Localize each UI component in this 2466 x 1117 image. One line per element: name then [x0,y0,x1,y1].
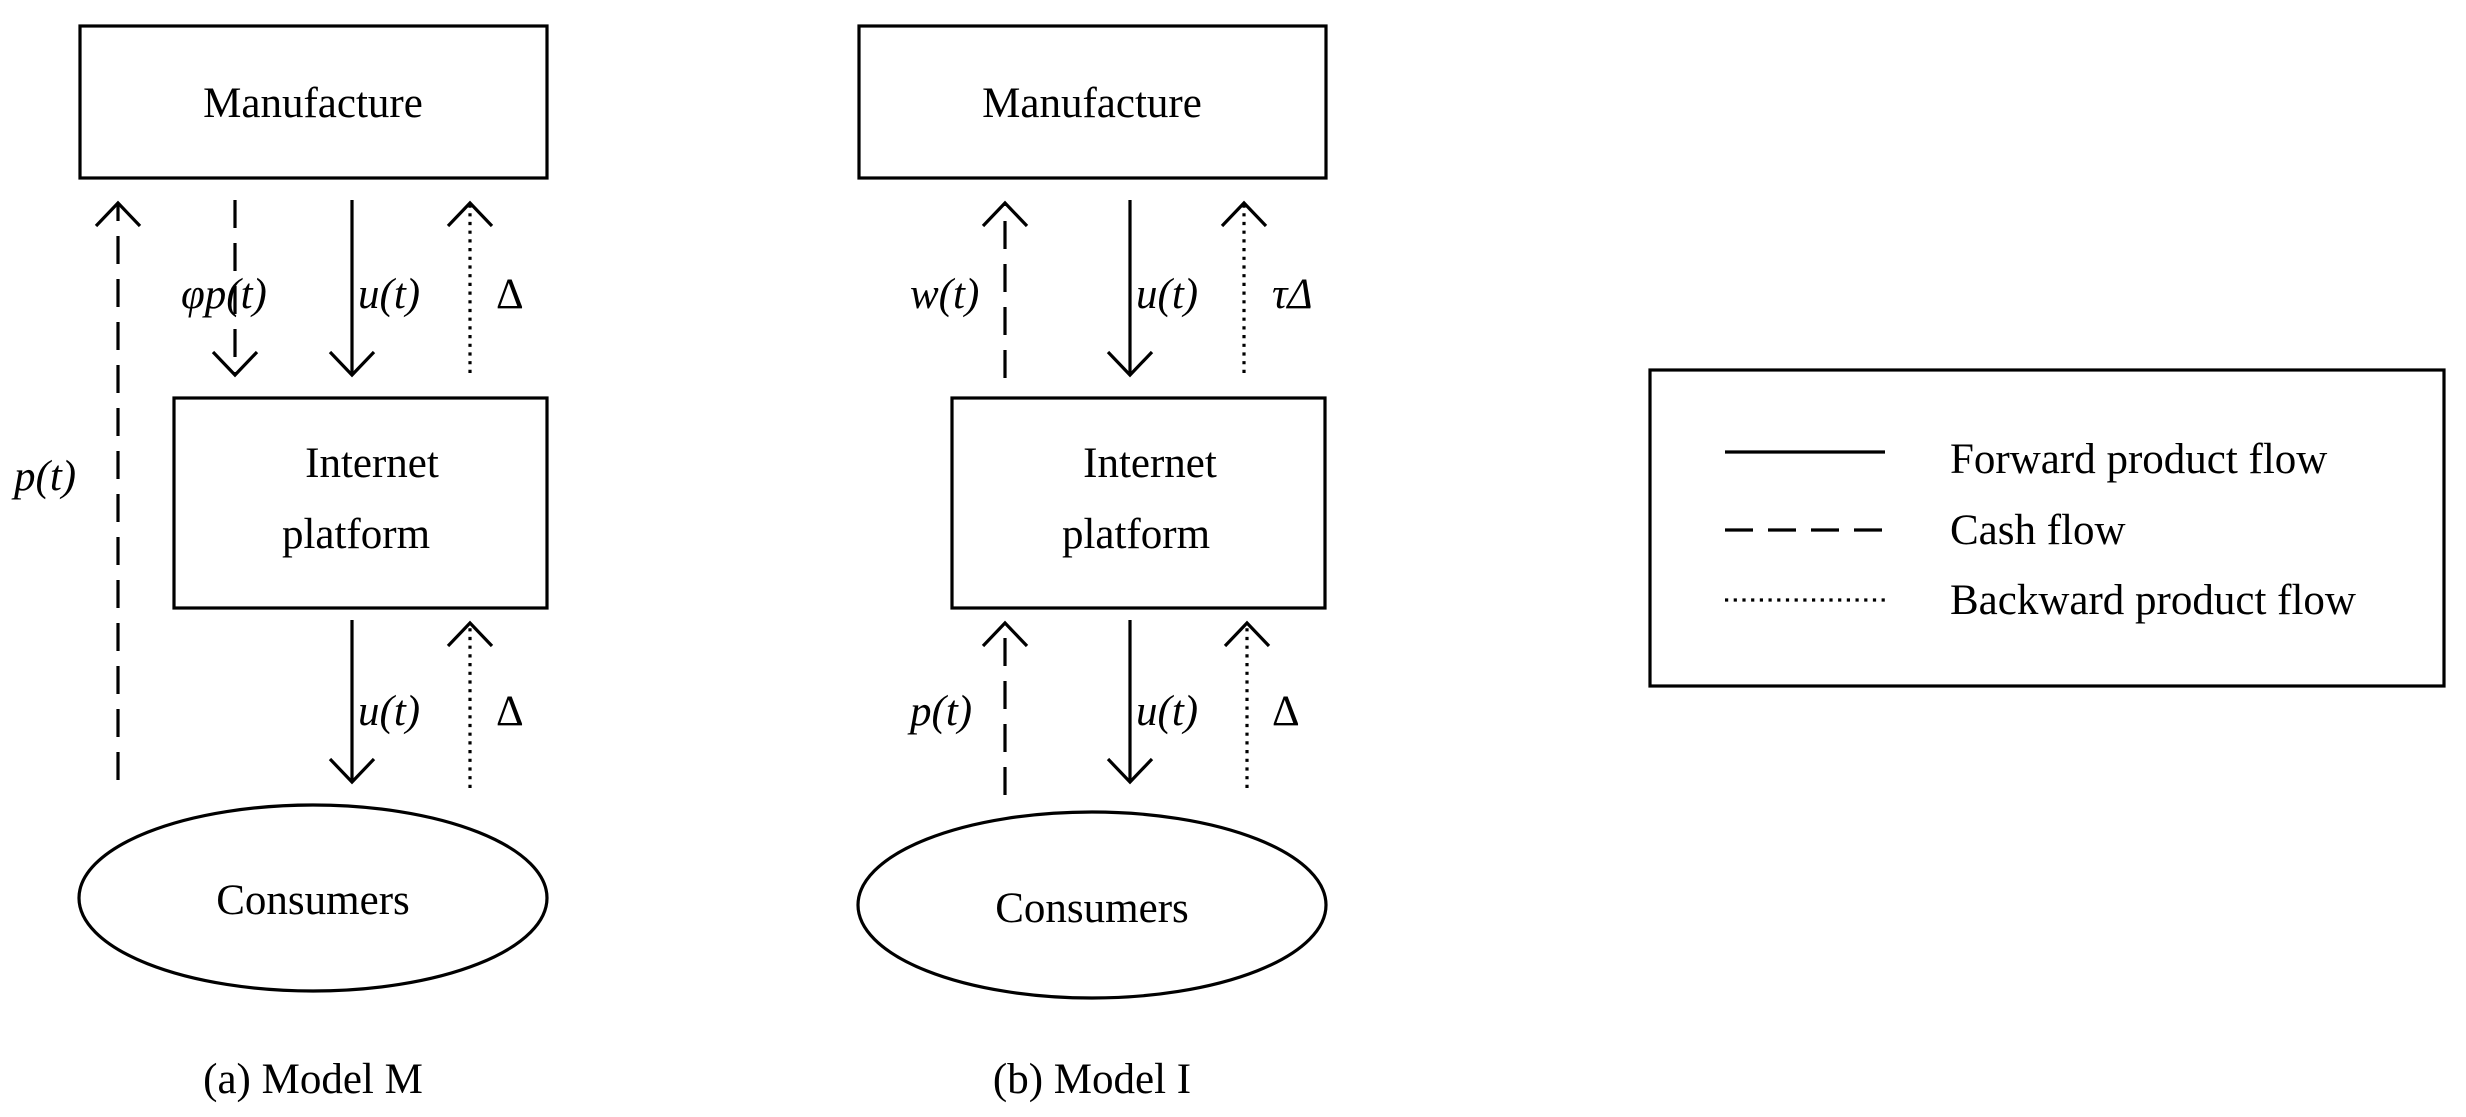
model-m-commission-arrow [211,200,259,378]
legend-cash-label: Cash flow [1950,507,2126,554]
model-i-platform-label-line2: platform [1062,511,1210,558]
model-m-direct-payment-arrow [94,200,142,780]
model-m-consumers-label: Consumers [216,877,410,924]
model-m-platform-box [172,396,549,610]
model-i-payment-arrow [981,620,1029,795]
model-m-platform-label-line1: Internet [305,440,439,487]
model-i-backward-arrow-lower [1223,620,1271,788]
model-i-forward-label-upper: u(t) [1136,271,1198,318]
model-i-consumers-ellipse [856,810,1328,1000]
model-m-platform-label-line2: platform [282,511,430,558]
model-m-backward-label-lower: Δ [496,688,524,735]
model-i-forward-label-lower: u(t) [1136,688,1198,735]
model-i-caption: (b) Model I [993,1056,1191,1103]
model-i-manufacture-label: Manufacture [982,80,1202,127]
model-m-consumers-ellipse [77,803,549,993]
model-i-forward-arrow-upper [1106,200,1154,378]
model-i-consumers-label: Consumers [995,885,1189,932]
model-m-forward-arrow-lower [328,620,376,785]
model-m-manufacture-label: Manufacture [203,80,423,127]
legend-forward-label: Forward product flow [1950,436,2327,483]
model-i-wholesale-label: w(t) [910,271,979,318]
model-i-platform-box [950,396,1327,610]
model-i-backward-label-lower: Δ [1272,688,1300,735]
model-m-forward-label-lower: u(t) [358,688,420,735]
model-m-commission-label: φp(t) [181,271,267,318]
model-m-manufacture-box [78,24,549,180]
model-m: Manufacture Internet platform Consumers … [11,24,549,1103]
model-m-forward-arrow-upper [328,200,376,378]
legend-backward-label: Backward product flow [1950,577,2356,624]
model-i-payment-label: p(t) [907,688,972,735]
model-m-backward-arrow-upper [446,200,494,373]
model-m-caption: (a) Model M [203,1056,423,1103]
model-i: Manufacture Internet platform Consumers … [856,24,1328,1103]
model-m-backward-label-upper: Δ [496,271,524,318]
model-i-platform-label-line1: Internet [1083,440,1217,487]
model-i-backward-arrow-upper [1220,200,1268,373]
model-i-manufacture-box [857,24,1328,180]
model-i-forward-arrow-lower [1106,620,1154,785]
legend-box [1648,368,2446,688]
model-i-backward-label-upper: τΔ [1272,271,1313,318]
legend: Forward product flow Cash flow Backward … [1648,368,2446,688]
model-m-forward-label-upper: u(t) [358,271,420,318]
model-m-direct-payment-label: p(t) [11,453,76,500]
model-m-backward-arrow-lower [446,620,494,788]
model-i-wholesale-arrow [981,200,1029,378]
